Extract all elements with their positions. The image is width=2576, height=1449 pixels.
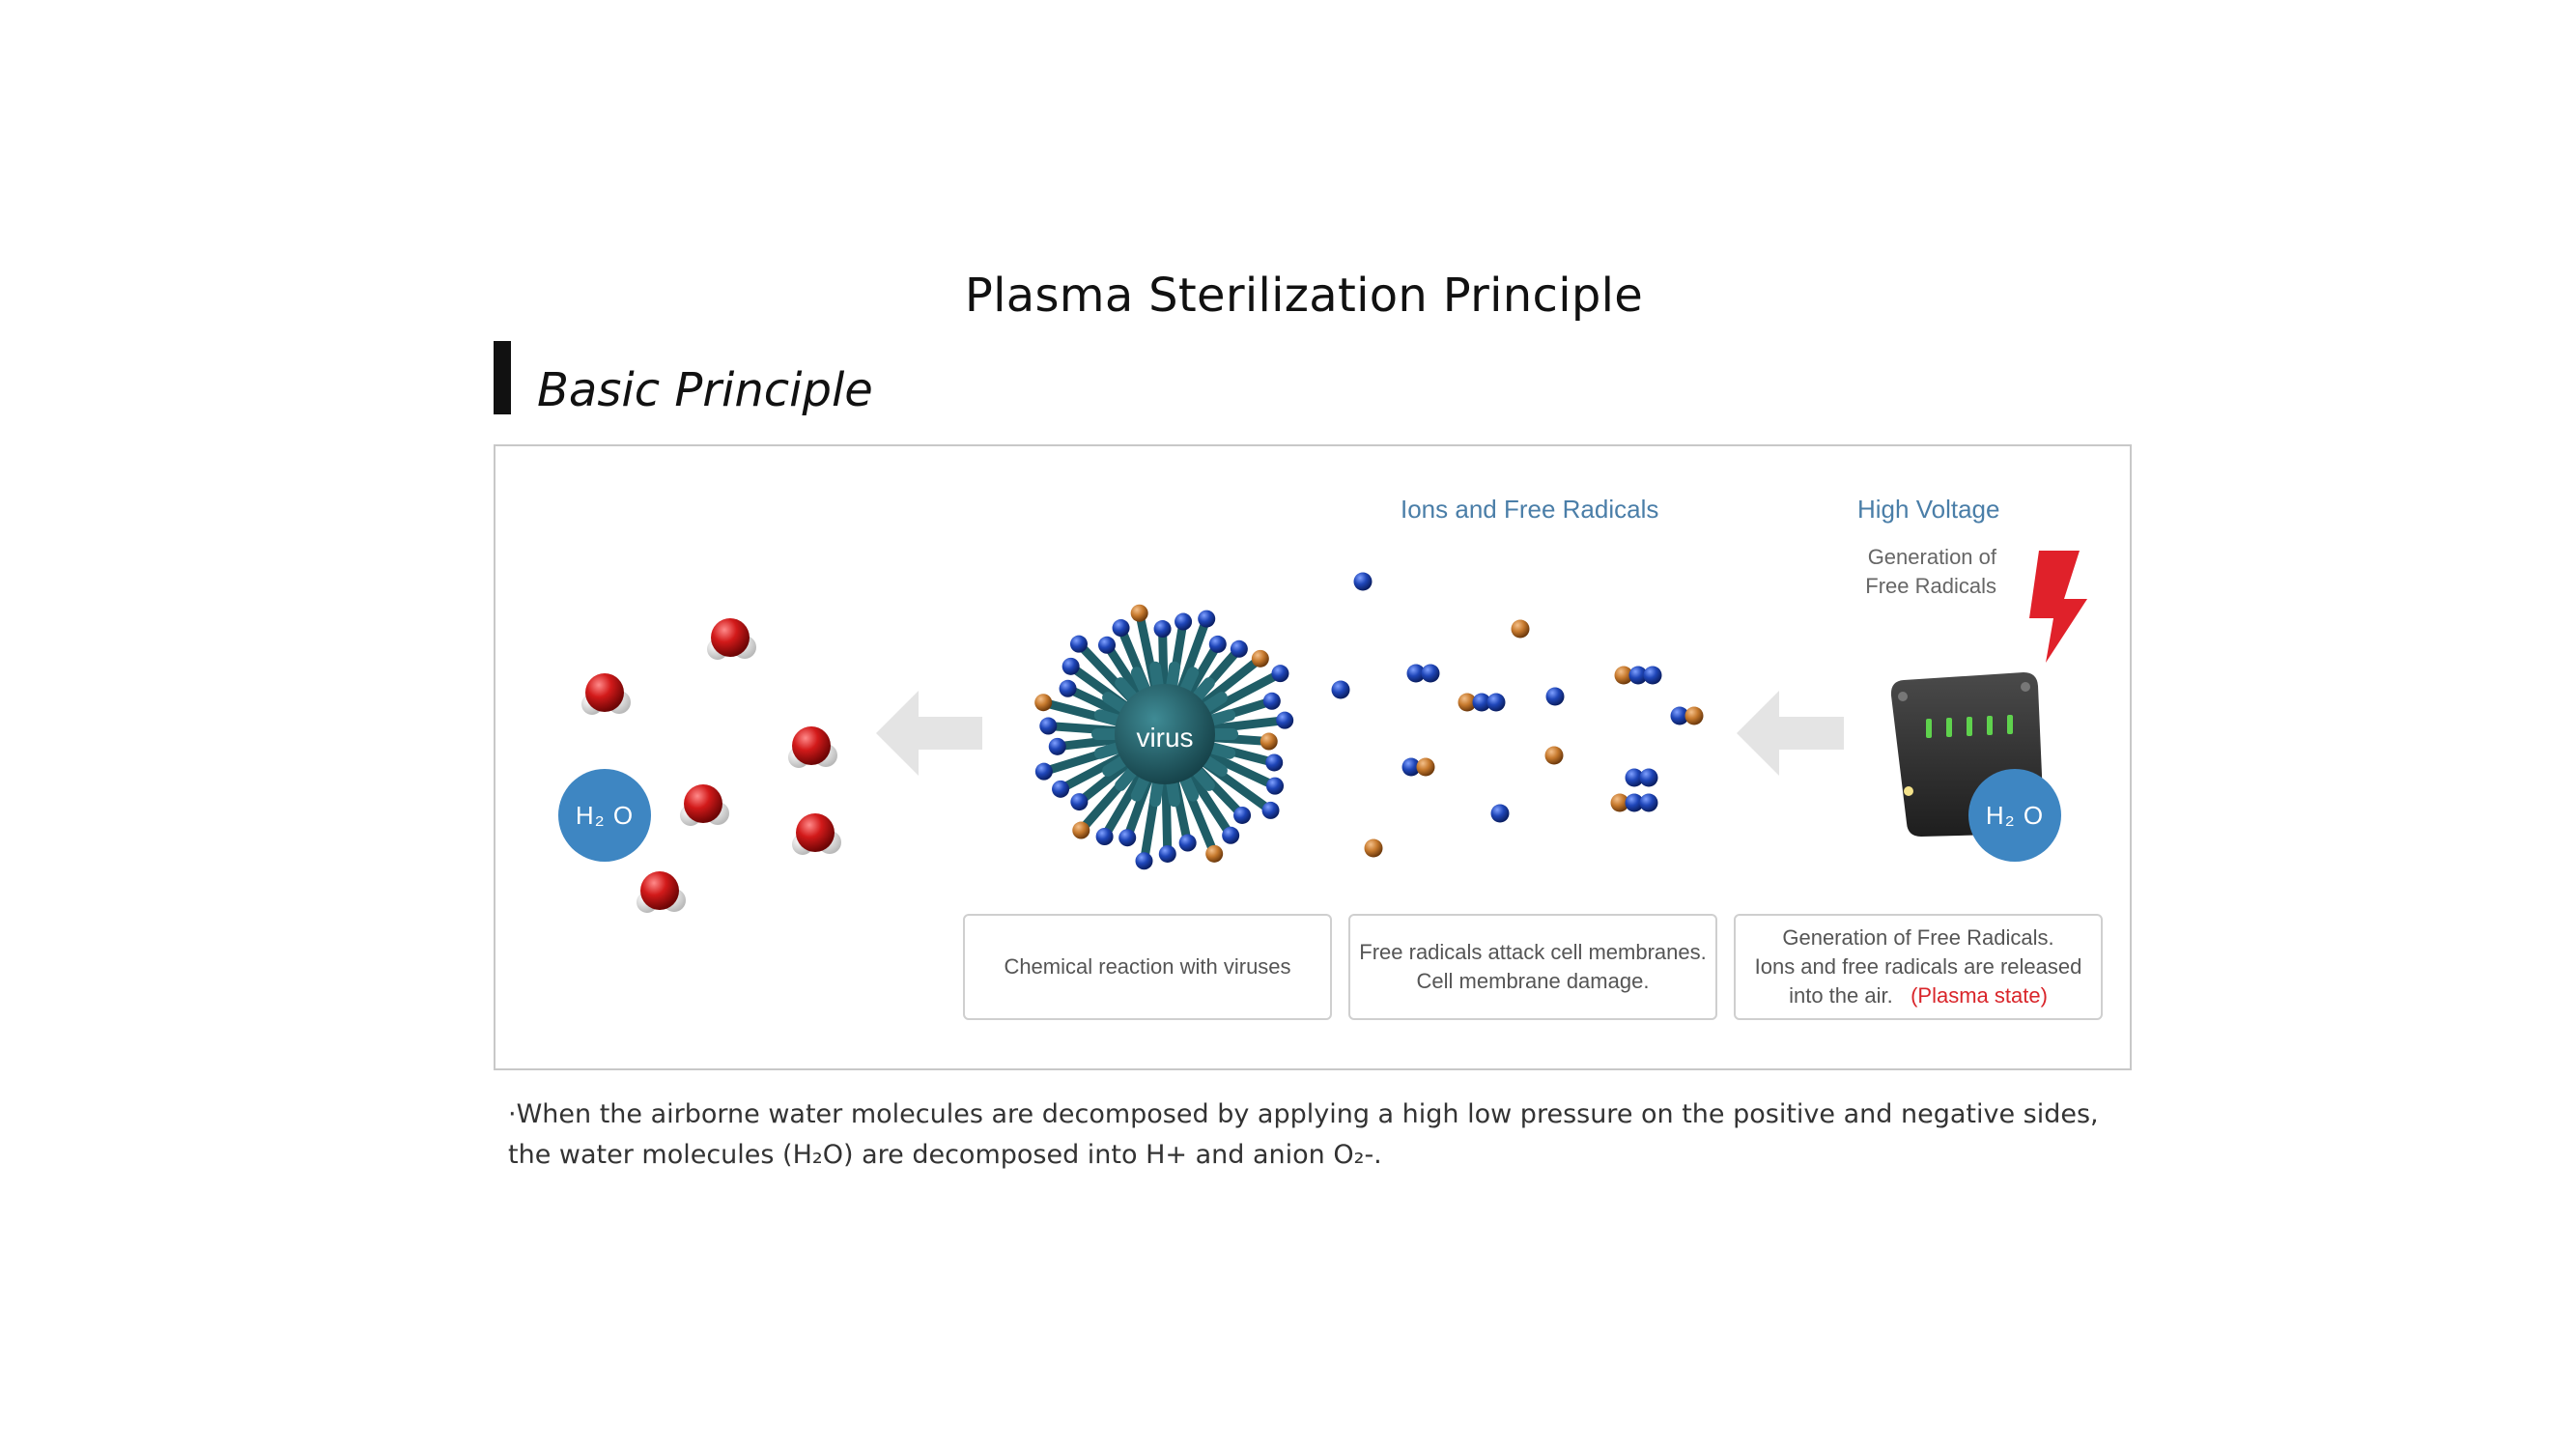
description-text: ·When the airborne water molecules are d… <box>508 1099 2099 1170</box>
virus-spike-tip <box>1052 780 1070 798</box>
ion-particle <box>1353 572 1373 591</box>
virus-spike-tip <box>1266 777 1285 795</box>
ion-particle <box>1486 693 1506 712</box>
virus-spike-tip <box>1118 829 1137 847</box>
lightning-bolt-icon <box>2029 551 2087 663</box>
ion-particle <box>1545 687 1565 706</box>
virus-spike-tip <box>1205 844 1224 863</box>
virus-spike-tip <box>1276 711 1294 729</box>
virus-spike-tip <box>1048 737 1066 755</box>
virus-spike-tip <box>1072 821 1090 839</box>
ion-particle <box>1639 793 1658 812</box>
stage-text: Free radicals attack cell membranes. <box>1359 940 1707 964</box>
ion-particle <box>1625 768 1644 787</box>
voltage-header: High Voltage <box>1857 495 2000 524</box>
virus-spike-tip <box>1095 828 1114 846</box>
arrow-left-icon <box>1737 691 1844 776</box>
virus-core <box>1115 684 1215 784</box>
virus-spike-tip <box>1261 801 1280 819</box>
virus-spike-tip <box>1158 844 1176 863</box>
water-molecule-icon <box>637 871 686 913</box>
virus-spike-tip <box>1222 826 1240 844</box>
diagram-panel: Ions and Free Radicals High Voltage Gene… <box>494 444 2132 1070</box>
stage-text: Generation of Free Radicals. <box>1782 925 2054 950</box>
virus-spike-tip <box>1059 679 1077 697</box>
arrow-left-icon <box>876 691 982 776</box>
virus-spike-tip <box>1230 639 1248 658</box>
h2o-badge-left: H₂ O <box>558 769 651 862</box>
water-molecule-icon <box>680 784 729 826</box>
virus-spike-tip <box>1198 610 1216 628</box>
radical-particle <box>1614 666 1633 685</box>
radical-particle <box>1416 757 1435 777</box>
virus-spike-tip <box>1112 619 1130 638</box>
stage-text: Cell membrane damage. <box>1416 969 1650 993</box>
virus-icon <box>1034 604 1294 870</box>
virus-label: virus <box>1136 723 1194 753</box>
water-molecules <box>581 618 841 913</box>
virus-spike-tip <box>1039 717 1058 735</box>
ion-particle <box>1670 706 1689 725</box>
virus-spike-tip <box>1130 604 1148 622</box>
virus-spike-tip <box>1069 635 1088 653</box>
h2o-badge-right: H₂ O <box>1968 769 2061 862</box>
virus-spike-tip <box>1233 806 1252 824</box>
ion-particle <box>1628 666 1648 685</box>
radical-particle <box>1610 793 1629 812</box>
water-molecule-icon <box>581 673 631 715</box>
virus-spike-tip <box>1034 762 1053 781</box>
virus-spike-tip <box>1271 665 1289 683</box>
virus-spike-tip <box>1135 852 1153 870</box>
ion-particle <box>1639 768 1658 787</box>
virus-spike-tip <box>1260 732 1278 751</box>
stage-text: Ions and free radicals are released <box>1754 954 2082 979</box>
ion-particle <box>1406 664 1426 683</box>
page-title: Plasma Sterilization Principle <box>964 269 1644 323</box>
section-title: Basic Principle <box>537 363 873 417</box>
generation-label: Generation of Free Radicals <box>1780 543 1996 601</box>
ion-particle <box>1625 793 1644 812</box>
ion-particle <box>1331 680 1350 699</box>
virus-spike-tip <box>1265 753 1284 772</box>
virus-spike-tip <box>1098 636 1117 654</box>
virus-spike-tip <box>1153 620 1172 639</box>
h2o-label: H₂ O <box>1985 800 2045 830</box>
virus-spike-tip <box>1208 635 1227 653</box>
water-molecule-icon <box>792 813 841 855</box>
generation-line-1: Generation of <box>1867 545 1996 569</box>
water-molecule-icon <box>788 726 837 768</box>
stage-text: into the air. (Plasma state) <box>1789 981 2048 1010</box>
radical-particle <box>1684 706 1704 725</box>
virus-spike-tip <box>1251 649 1269 668</box>
ion-particle <box>1421 664 1440 683</box>
h2o-label: H₂ O <box>575 800 635 830</box>
diagram-graphics <box>581 551 2087 913</box>
radical-particle <box>1544 746 1564 765</box>
stage-box-membrane-attack: Free radicals attack cell membranes. Cel… <box>1348 914 1717 1020</box>
radical-particle <box>1364 838 1383 858</box>
virus-spike-tip <box>1175 612 1193 631</box>
water-molecule-icon <box>707 618 756 660</box>
stage-text: Chemical reaction with viruses <box>1004 954 1291 979</box>
virus-spike-tip <box>1034 694 1053 712</box>
ions-and-radicals <box>1331 572 1704 858</box>
ion-particle <box>1490 804 1510 823</box>
ion-particle <box>1643 666 1662 685</box>
radical-particle <box>1458 693 1477 712</box>
stage-box-chemical-reaction: Chemical reaction with viruses <box>963 914 1332 1020</box>
virus-spike-tip <box>1070 793 1089 811</box>
ions-header: Ions and Free Radicals <box>1401 495 1659 524</box>
ion-particle <box>1401 757 1421 777</box>
plasma-state-highlight: (Plasma state) <box>1911 983 2048 1008</box>
section-marker-bar <box>494 341 511 414</box>
virus-spike-tip <box>1178 834 1197 852</box>
radical-particle <box>1511 619 1530 639</box>
stage-text-part: into the air. <box>1789 983 1893 1008</box>
generation-line-2: Free Radicals <box>1865 574 1996 598</box>
virus-spike-tip <box>1062 657 1080 675</box>
stage-box-radical-generation: Generation of Free Radicals. Ions and fr… <box>1734 914 2103 1020</box>
virus-spike-tip <box>1262 692 1281 710</box>
ion-particle <box>1472 693 1491 712</box>
